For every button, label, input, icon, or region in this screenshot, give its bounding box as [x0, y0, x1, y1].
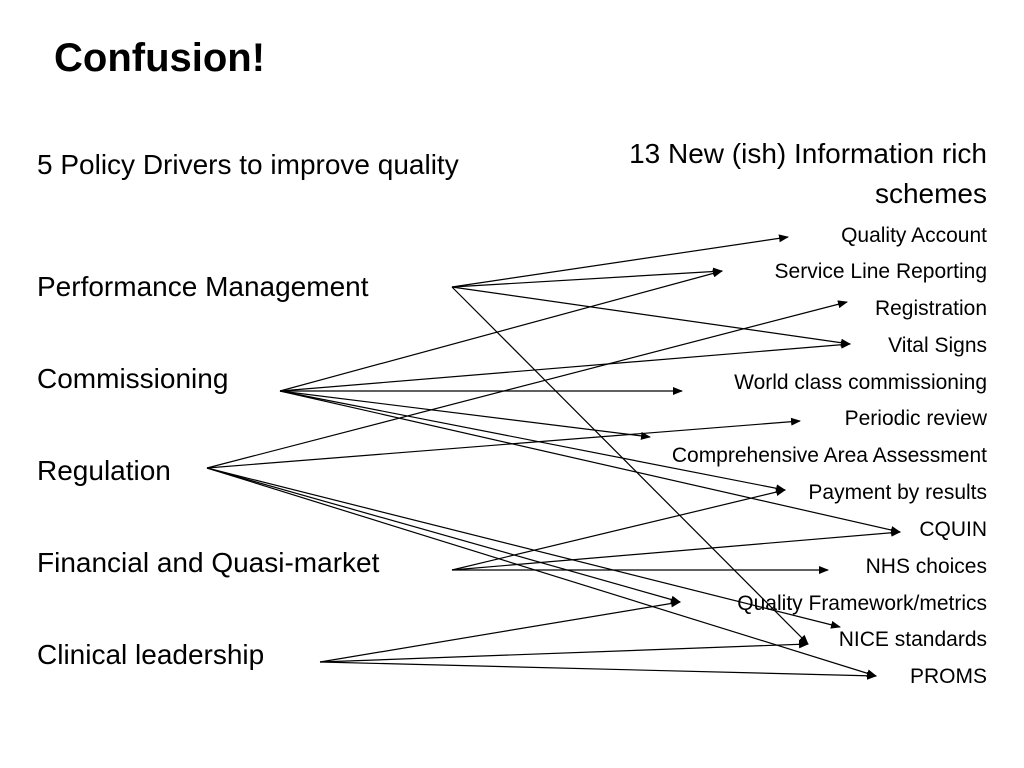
schemes-heading: 13 New (ish) Information rich schemes: [629, 138, 987, 209]
driver-performance-management: Performance Management: [37, 271, 369, 302]
scheme-quality-account: Quality Account: [841, 224, 987, 247]
arrow-commissioning-to-vital-signs: [279, 340, 851, 392]
arrow-performance-management-to-service-line-reporting: [451, 267, 723, 288]
arrow-commissioning-to-cquin: [279, 390, 901, 534]
slide-title: Confusion!: [54, 36, 266, 80]
arrow-performance-management-to-vital-signs: [451, 286, 851, 347]
driver-commissioning: Commissioning: [37, 363, 229, 394]
scheme-nice-standards: NICE standards: [838, 628, 987, 651]
arrow-performance-management-to-nice-standards: [451, 286, 809, 645]
drivers-heading: 5 Policy Drivers to improve quality: [37, 149, 459, 180]
scheme-comprehensive-area-assessment: Comprehensive Area Assessment: [671, 444, 987, 467]
arrow-commissioning-to-payment-by-results: [279, 390, 786, 493]
scheme-periodic-review: Periodic review: [844, 407, 987, 430]
arrow-clinical-leadership-to-nice-standards: [319, 640, 809, 663]
driver-clinical-leadership: Clinical leadership: [37, 639, 265, 670]
arrow-regulation-to-nice-standards: [206, 467, 841, 629]
arrow-financial-and-quasi-market-to-cquin: [451, 528, 901, 571]
scheme-cquin: CQUIN: [919, 518, 987, 541]
scheme-nhs-choices: NHS choices: [865, 555, 987, 578]
arrow-regulation-to-registration: [206, 300, 848, 469]
arrow-regulation-to-quality-framework-metrics: [206, 467, 681, 604]
arrow-clinical-leadership-to-proms: [319, 661, 877, 680]
arrow-commissioning-to-service-line-reporting: [279, 269, 723, 392]
arrow-regulation-to-periodic-review: [206, 417, 801, 469]
scheme-world-class-commissioning: World class commissioning: [734, 371, 987, 394]
arrow-financial-and-quasi-market-to-payment-by-results: [451, 488, 786, 571]
arrow-clinical-leadership-to-quality-framework-metrics: [319, 599, 681, 663]
driver-regulation: Regulation: [37, 455, 171, 486]
arrow-commissioning-to-comprehensive-area-assessment: [279, 390, 651, 440]
scheme-quality-framework-metrics: Quality Framework/metrics: [737, 592, 987, 615]
driver-financial-quasi-market: Financial and Quasi-market: [37, 547, 380, 578]
arrow-regulation-to-proms: [206, 467, 877, 678]
scheme-vital-signs: Vital Signs: [888, 334, 987, 357]
scheme-registration: Registration: [874, 297, 987, 320]
scheme-service-line-reporting: Service Line Reporting: [774, 260, 987, 283]
scheme-proms: PROMS: [909, 665, 987, 688]
arrow-performance-management-to-quality-account: [451, 234, 789, 288]
scheme-payment-by-results: Payment by results: [808, 481, 987, 504]
